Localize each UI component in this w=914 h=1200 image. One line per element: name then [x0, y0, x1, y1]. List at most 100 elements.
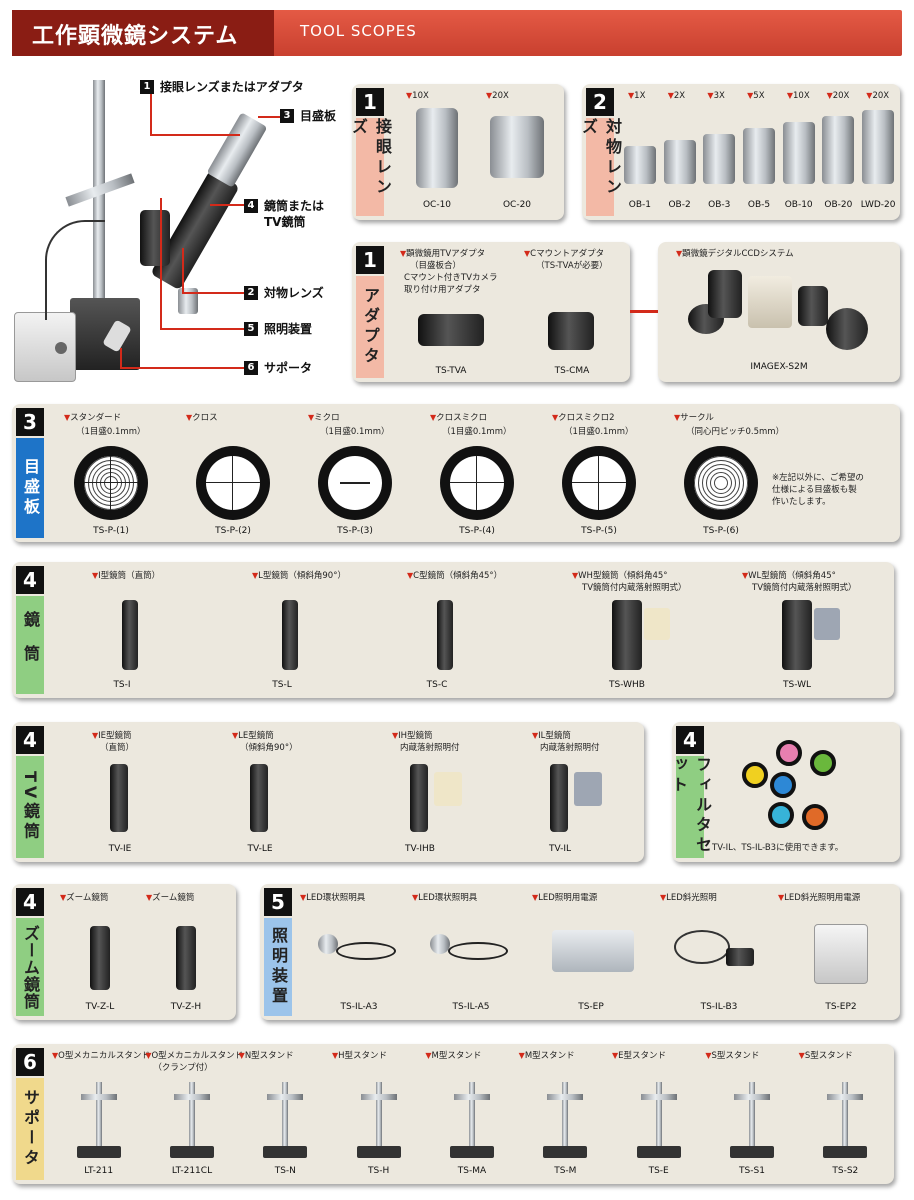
product-title: ▼LED環状照明具 — [412, 892, 477, 904]
product-reticle[interactable]: ▼スタンダード（1目盛0.1mm）TS-P-(1) — [50, 410, 172, 538]
product-reticle[interactable]: ▼クロスミクロ2（1目盛0.1mm）TS-P-(5) — [538, 410, 660, 538]
product-title: ▼2X — [668, 90, 685, 102]
product-code: TV-IL — [548, 844, 572, 854]
product-reticle[interactable]: ▼ミクロ（1目盛0.1mm）TS-P-(3) — [294, 410, 416, 538]
product-title: ▼H型スタンド — [332, 1050, 387, 1062]
product-stand[interactable]: ▼O型メカニカルスタンド（クランプ付）LT-211CL — [145, 1048, 243, 1180]
ring-light-image — [430, 934, 450, 954]
adapter-image — [418, 314, 484, 346]
product-code: TV-Z-L — [85, 1002, 115, 1012]
stand-base-image — [636, 1146, 681, 1158]
zoom-tube-image — [176, 926, 196, 990]
marker-icon: ▼ — [145, 1051, 152, 1060]
product-code: OC-10 — [422, 200, 452, 210]
reticle-line — [340, 482, 370, 484]
marker-icon: ▼ — [532, 893, 539, 902]
product-title: ▼Cマウントアダプタ — [524, 248, 604, 260]
marker-icon: ▼ — [866, 91, 873, 100]
ccd-lens-image — [826, 308, 868, 350]
product-tube[interactable]: ▼C型鏡筒（傾斜角45°）TS-C — [407, 568, 557, 694]
leader-line — [150, 134, 240, 136]
product-code: TS-N — [274, 1166, 296, 1176]
product-eyepiece-10x[interactable]: ▼10X OC-10 — [402, 90, 472, 215]
product-code: LT-211 — [84, 1166, 114, 1176]
cable — [45, 220, 105, 320]
ccd-panel[interactable]: ▼顕微鏡デジタルCCDシステム IMAGEX-S2M — [658, 242, 900, 382]
product-title: ▼IL型鏡筒 — [532, 730, 571, 742]
product-title: ▼WL型鏡筒（傾斜角45° — [742, 570, 836, 582]
title-text: E型スタンド — [618, 1051, 667, 1061]
product-title: ▼クロスミクロ2 — [552, 412, 615, 424]
product-tube[interactable]: ▼WH型鏡筒（傾斜角45°TV鏡筒付内蔵落射照明式）TS-WHB — [572, 568, 722, 694]
stand-arm-image — [80, 1094, 117, 1100]
product-tube[interactable]: ▼L型鏡筒（傾斜角90°）TS-L — [252, 568, 402, 694]
product-reticle[interactable]: ▼サークル（同心円ピッチ0.5mm）TS-P-(6) — [660, 410, 785, 538]
product-reticle[interactable]: ▼クロスミクロ（1目盛0.1mm）TS-P-(4) — [416, 410, 538, 538]
product-note: TV鏡筒付内蔵落射照明式） — [582, 583, 687, 593]
product-code: TS-P-(4) — [459, 526, 495, 536]
marker-icon: ▼ — [532, 731, 539, 740]
reticle-ring — [706, 468, 736, 498]
product-c-mount-adapter[interactable]: ▼Cマウントアダプタ （TS-TVAが必要） TS-CMA — [518, 248, 626, 378]
product-tv-adapter[interactable]: ▼顕微鏡用TVアダプタ （目盛板合） Cマウント付きTVカメラ 取り付け用アダプ… — [396, 248, 506, 378]
product-eyepiece-20x[interactable]: ▼20X OC-20 — [482, 90, 552, 215]
product-tv-tube[interactable]: ▼IE型鏡筒（直筒）TV-IE — [92, 728, 212, 858]
product-title: ▼WH型鏡筒（傾斜角45° — [572, 570, 668, 582]
section-label: ズーム鏡筒 — [16, 918, 44, 1016]
product-tv-tube[interactable]: ▼LE型鏡筒（傾斜角90°）TV-LE — [232, 728, 352, 858]
filter-panel[interactable]: 4 フィルタセット TV-IL、TS-IL-B3に使用できます。 — [669, 722, 900, 862]
title-text: WL型鏡筒（傾斜角45° — [748, 571, 836, 581]
product-title: ▼5X — [747, 90, 764, 102]
stand-arm-image — [267, 1094, 304, 1100]
product-stand[interactable]: ▼O型メカニカルスタンド LT-211 — [52, 1048, 150, 1180]
filter-green-image — [810, 750, 836, 776]
product-code: OB-5 — [747, 200, 771, 210]
marker-icon: ▼ — [628, 91, 635, 100]
product-code: TV-LE — [247, 844, 273, 854]
product-tube[interactable]: ▼I型鏡筒（直筒）TS-I — [92, 568, 242, 694]
product-note: （同心円ピッチ0.5mm） — [686, 427, 785, 437]
reticle-glass — [328, 456, 382, 510]
illuminator-image — [434, 772, 462, 806]
title-text: LE型鏡筒 — [238, 731, 274, 741]
product-objective[interactable]: ▼5X OB-5 — [739, 90, 779, 216]
title-text: O型メカニカルスタンド — [58, 1051, 150, 1061]
product-note: TV鏡筒付内蔵落射照明式） — [752, 583, 857, 593]
section-number: 2 — [586, 88, 614, 116]
reticle-image — [74, 446, 148, 520]
title-text: O型メカニカルスタンド — [151, 1051, 244, 1061]
mag-label: ▼20X — [486, 90, 509, 102]
leader-line — [150, 94, 152, 134]
section-label: 接眼レンズ — [349, 118, 392, 216]
product-tube[interactable]: ▼WL型鏡筒（傾斜角45°TV鏡筒付内蔵落射照明式）TS-WL — [742, 568, 892, 694]
marker-icon: ▼ — [707, 91, 714, 100]
reticle-ring — [694, 456, 748, 510]
callout-label: サポータ — [264, 361, 313, 375]
product-title: ▼20X — [827, 90, 850, 102]
